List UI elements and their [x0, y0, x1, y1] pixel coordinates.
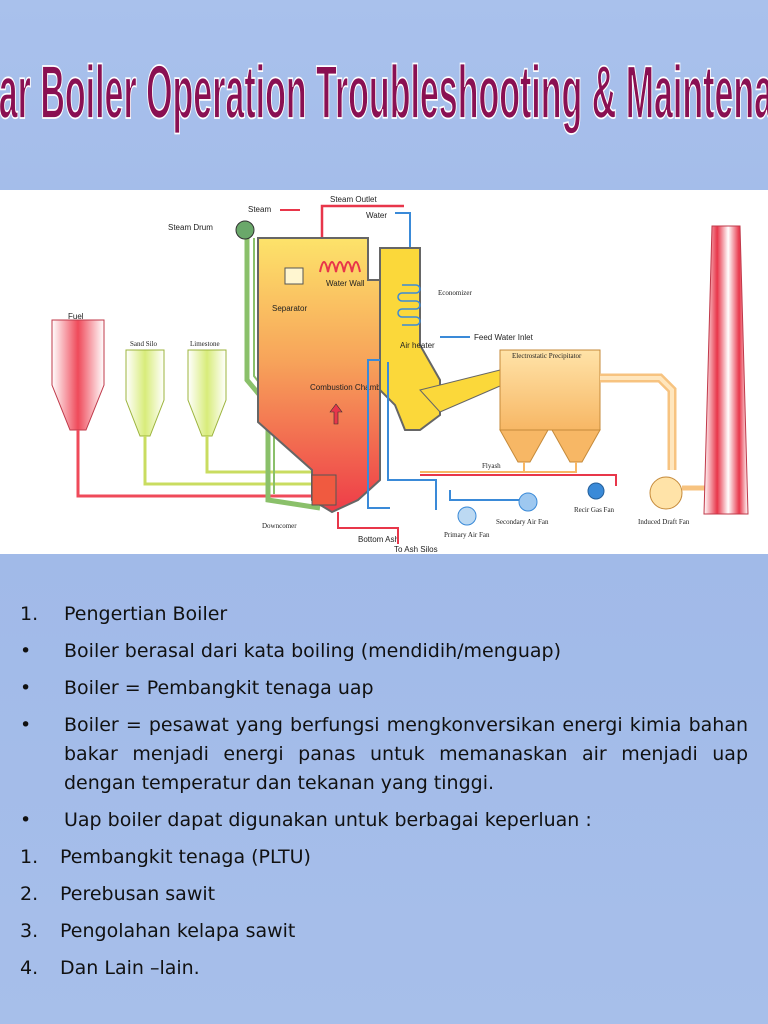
- list-marker: 2.: [20, 883, 39, 905]
- boiler-diagram: Fuel Sand Silo Limestone Steam Drum Stea…: [0, 190, 768, 554]
- induced-draft-fan: Induced Draft Fan: [638, 476, 690, 526]
- bottom-ash-label: Bottom Ash: [358, 535, 399, 544]
- list-text: Dan Lain –lain.: [60, 957, 200, 979]
- steam-label: Steam: [248, 205, 271, 214]
- primary-air-fan: Primary Air Fan: [444, 506, 490, 539]
- economizer-pass: Economizer Air heater: [379, 247, 501, 431]
- list-text: Perebusan sawit: [60, 883, 216, 905]
- limestone-label: Limestone: [190, 340, 220, 348]
- list-text: Boiler berasal dari kata boiling (mendid…: [64, 640, 561, 662]
- list-marker: •: [20, 809, 32, 831]
- steam-drum-label: Steam Drum: [168, 223, 213, 232]
- slide-title-text: Dasar Boiler Operation Troubleshooting &…: [0, 51, 768, 135]
- electrostatic-precipitator: Electrostatic Precipitator: [499, 349, 601, 463]
- numbered-item: 3. Pengolahan kelapa sawit: [20, 917, 748, 946]
- list-text: Boiler = pesawat yang berfungsi mengkonv…: [64, 714, 748, 794]
- primary-air-fan-label: Primary Air Fan: [444, 531, 490, 539]
- content-list: 1. Pengertian Boiler • Boiler berasal dari …: [20, 600, 748, 991]
- bullet-item: • Boiler = Pembangkit tenaga uap: [20, 674, 748, 703]
- bullet-item: • Boiler = pesawat yang berfungsi mengkon…: [20, 711, 748, 798]
- numbered-item: 1. Pengertian Boiler: [20, 600, 748, 629]
- secondary-air-fan: Secondary Air Fan: [496, 492, 549, 526]
- fuel-silo: Fuel: [51, 312, 105, 431]
- list-text: Boiler = Pembangkit tenaga uap: [64, 677, 374, 699]
- list-marker: 4.: [20, 957, 39, 979]
- list-marker: 1.: [20, 846, 39, 868]
- list-text: Uap boiler dapat digunakan untuk berbaga…: [64, 809, 592, 831]
- sand-silo: Sand Silo: [125, 340, 165, 437]
- recir-gas-fan: Recir Gas Fan: [574, 482, 615, 514]
- flyash-label: Flyash: [482, 462, 501, 470]
- downcomer-label: Downcomer: [262, 522, 297, 530]
- list-marker: 3.: [20, 920, 39, 942]
- list-text: Pengolahan kelapa sawit: [60, 920, 296, 942]
- list-text: Pengertian Boiler: [64, 603, 228, 625]
- economizer-label: Economizer: [438, 289, 472, 297]
- recir-gas-fan-label: Recir Gas Fan: [574, 506, 615, 514]
- numbered-item: 1. Pembangkit tenaga (PLTU): [20, 843, 748, 872]
- to-ash-silos-label: To Ash Silos: [394, 545, 438, 554]
- esp-label: Electrostatic Precipitator: [512, 352, 582, 360]
- bullet-item: • Uap boiler dapat digunakan untuk berbag…: [20, 806, 748, 835]
- combustion-furnace: Separator Water Wall Combustion Chamber: [257, 237, 388, 514]
- bullet-item: • Boiler berasal dari kata boiling (mendi…: [20, 637, 748, 666]
- combustion-chamber-label: Combustion Chamber: [310, 383, 388, 392]
- air-heater-label: Air heater: [400, 341, 435, 350]
- steam-drum: Steam Drum: [168, 220, 255, 240]
- list-marker: •: [20, 714, 32, 736]
- numbered-item: 4. Dan Lain –lain.: [20, 954, 748, 983]
- fuel-label: Fuel: [68, 312, 84, 321]
- list-marker: 1.: [20, 603, 39, 625]
- list-text: Pembangkit tenaga (PLTU): [60, 846, 311, 868]
- water-wall-label: Water Wall: [326, 279, 365, 288]
- numbered-item: 2. Perebusan sawit: [20, 880, 748, 909]
- chimney-stack: [703, 225, 749, 515]
- secondary-air-fan-label: Secondary Air Fan: [496, 518, 549, 526]
- induced-draft-fan-label: Induced Draft Fan: [638, 518, 690, 526]
- feed-water-inlet-label: Feed Water Inlet: [474, 333, 534, 342]
- list-marker: •: [20, 640, 32, 662]
- sand-silo-label: Sand Silo: [130, 340, 158, 348]
- list-marker: •: [20, 677, 32, 699]
- water-label: Water: [366, 211, 387, 220]
- separator-label: Separator: [272, 304, 307, 313]
- limestone-silo: Limestone: [187, 340, 227, 437]
- steam-outlet-label: Steam Outlet: [330, 195, 377, 204]
- slide-title: Dasar Boiler Operation Troubleshooting &…: [0, 50, 768, 135]
